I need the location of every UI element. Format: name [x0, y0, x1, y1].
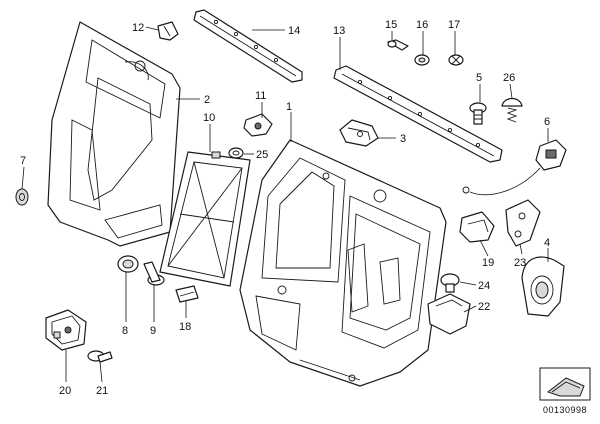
right-top-rail — [333, 65, 503, 163]
callout-labels: 1 2 3 4 5 6 7 8 9 10 11 12 13 14 15 16 1… — [20, 19, 550, 397]
bracket-18 — [175, 285, 199, 303]
nut-16 — [414, 54, 430, 66]
grommet-25 — [228, 147, 244, 159]
callout-10: 10 — [203, 112, 215, 124]
left-backrest-frame — [47, 21, 181, 247]
callout-24: 24 — [478, 280, 490, 292]
screw-15 — [387, 39, 409, 51]
callout-5: 5 — [476, 72, 482, 84]
bolt-9 — [143, 261, 165, 286]
callout-22: 22 — [478, 301, 490, 313]
leader-lines — [21, 26, 549, 383]
callout-3: 3 — [400, 133, 406, 145]
callout-16: 16 — [416, 19, 428, 31]
button-24 — [440, 273, 460, 293]
callout-1: 1 — [286, 101, 292, 113]
callout-20: 20 — [59, 385, 71, 397]
callout-15: 15 — [385, 19, 397, 31]
callout-11: 11 — [255, 90, 266, 102]
hinge-23 — [505, 199, 541, 247]
callout-19: 19 — [482, 257, 494, 269]
disc-7 — [15, 188, 29, 206]
callout-26: 26 — [503, 72, 515, 84]
main-backrest-frame — [239, 139, 447, 387]
latch-bracket — [339, 119, 379, 147]
callout-21: 21 — [96, 385, 108, 397]
callout-12: 12 — [132, 22, 144, 34]
callout-9: 9 — [150, 325, 156, 337]
push-pin-5 — [469, 102, 487, 125]
callout-25: 25 — [256, 149, 268, 161]
bushing-8 — [117, 255, 139, 273]
callout-7: 7 — [20, 155, 26, 167]
callout-14: 14 — [288, 25, 300, 37]
callout-13: 13 — [333, 25, 345, 37]
callout-23: 23 — [514, 257, 526, 269]
spring-pin-26 — [501, 97, 523, 123]
callout-2: 2 — [204, 94, 210, 106]
cover-plate-22 — [427, 293, 471, 335]
reference-code: 00130998 — [543, 405, 587, 415]
reference-box: 00130998 — [539, 367, 591, 415]
trim-cover-4 — [521, 256, 565, 317]
clip-17 — [448, 54, 464, 66]
bracket-19 — [459, 211, 495, 243]
cable-connector-6 — [462, 139, 567, 196]
left-top-rail — [193, 9, 303, 83]
callout-8: 8 — [122, 325, 128, 337]
screw-21 — [87, 350, 113, 363]
lock-mechanism-20 — [45, 309, 87, 351]
frame-panel — [159, 151, 251, 287]
callout-18: 18 — [179, 321, 191, 333]
clip-12 — [157, 21, 179, 41]
callout-6: 6 — [544, 116, 550, 128]
callout-4: 4 — [544, 237, 550, 249]
callout-17: 17 — [448, 19, 460, 31]
small-clip-11 — [243, 113, 273, 137]
